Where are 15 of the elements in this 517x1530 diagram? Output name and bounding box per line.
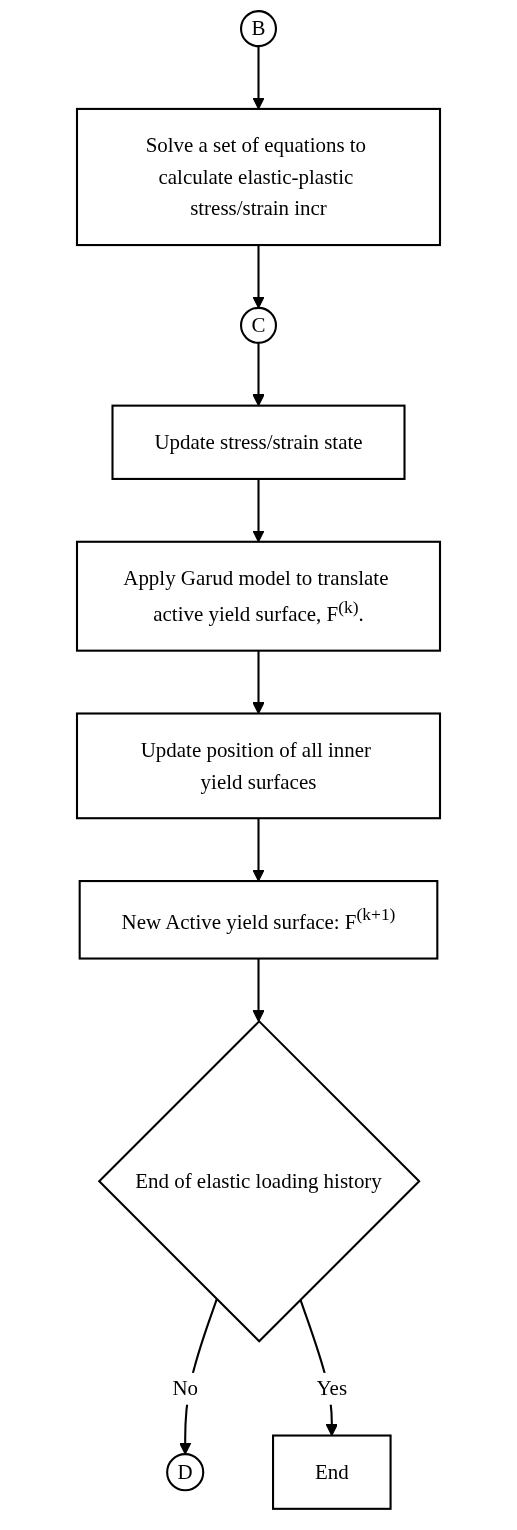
node-circle: D bbox=[166, 1453, 205, 1492]
node-box: New Active yield surface: F$^{(k+1)}$ bbox=[78, 880, 439, 960]
node-box: End bbox=[272, 1434, 392, 1510]
node-circle: C bbox=[240, 306, 277, 344]
node-box: Update stress/strain state bbox=[111, 404, 406, 480]
arrow bbox=[252, 818, 265, 882]
node-circle: B bbox=[240, 10, 277, 48]
node-box: Update position of all inner yield surfaces bbox=[75, 712, 442, 820]
edge-label: Yes bbox=[316, 1376, 348, 1400]
arrow bbox=[252, 245, 265, 309]
node-box: Apply Garud model to translate active yield surface, F$^{(k)}$. bbox=[75, 540, 442, 652]
edge-label: No bbox=[172, 1376, 198, 1400]
arrow bbox=[252, 958, 265, 1022]
node-box: Solve a set of equations to calculate elastic-plastic stress/strain incr bbox=[75, 107, 442, 247]
node-diamond: End of elastic loading history bbox=[97, 1019, 421, 1343]
